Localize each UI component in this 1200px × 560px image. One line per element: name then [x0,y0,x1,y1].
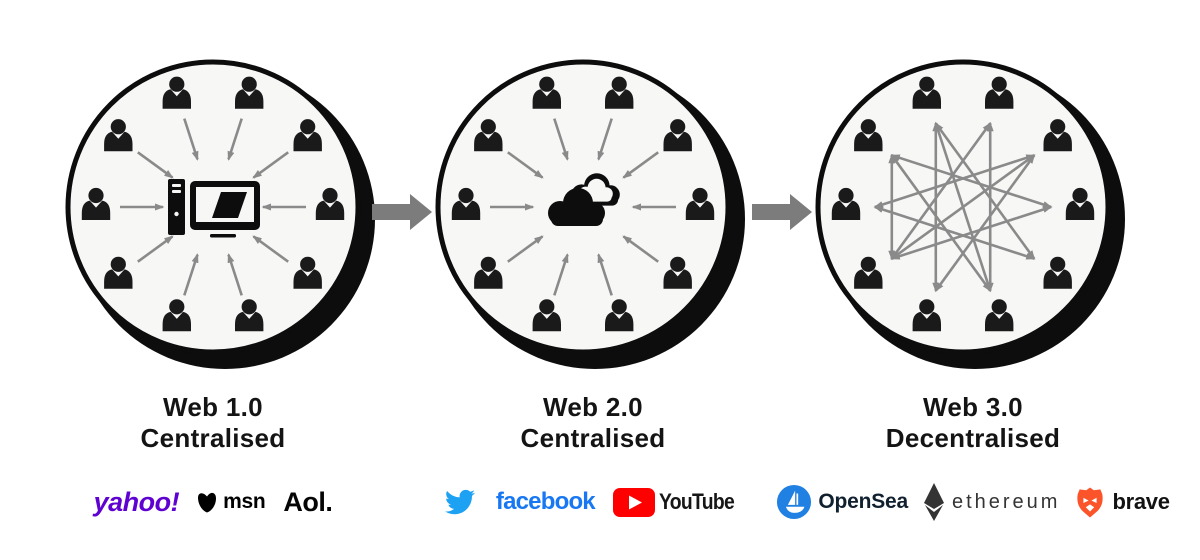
yahoo-logo: yahoo! [93,486,180,517]
msn-wordmark: msn [223,490,266,513]
twitter-bird-icon [444,489,475,515]
twitter-logo [442,487,478,517]
web3-logos: OpenSea ethereum brave [777,478,1170,526]
person-icon [1043,256,1072,289]
person-icon [162,76,191,109]
person-icon [104,256,133,289]
person-icon [293,119,322,152]
flow-arrow-right-icon [372,194,432,230]
person-icon [293,256,322,289]
spoke-arrow [227,118,243,161]
spoke-arrow [507,235,544,263]
spoke-arrow [137,151,174,179]
web1-title-block: Web 1.0 Centralised [23,392,403,454]
web1-logos: yahoo! msn Aol. [23,478,403,526]
hub-cloud-icon [548,173,620,226]
web1-network-circle [65,59,375,369]
person-icon [854,119,883,152]
facebook-logo: facebook [495,488,596,515]
brave-lion-icon [1077,486,1104,518]
msn-butterfly-icon [198,492,217,512]
spoke-arrow [183,118,199,161]
person-icon [474,256,503,289]
spoke-arrow [553,253,569,296]
web2-title: Web 2.0 [543,392,643,422]
person-icon [81,187,111,220]
person-icon [235,76,264,109]
spoke-arrow [507,151,544,179]
person-icon [605,299,634,332]
ethereum-wordmark: ethereum [951,490,1061,513]
web2-title-block: Web 2.0 Centralised [403,392,783,454]
spoke-arrow [252,151,289,179]
web2-subtitle: Centralised [520,423,666,453]
spoke-arrow [622,235,659,263]
spoke-arrow [597,253,613,296]
person-icon [162,299,191,332]
spoke-arrow [137,235,174,263]
spoke-arrow [227,253,243,296]
aol-logo: Aol. [283,486,333,517]
person-icon [985,76,1014,109]
group-web1: Web 1.0 Centralised yahoo! msn Aol. [23,0,403,560]
brave-logo: brave [1074,485,1170,520]
web3-title-block: Web 3.0 Decentralised [783,392,1163,454]
mesh-arrow [890,154,1036,260]
person-icon [685,187,715,220]
person-icon [854,256,883,289]
msn-logo: msn [197,490,266,514]
youtube-wordmark: YouTube [658,489,735,514]
web2-logos: facebook YouTube [403,478,783,526]
person-icon [1065,187,1095,220]
person-icon [663,119,692,152]
web1-title: Web 1.0 [163,392,263,422]
spoke-arrow [597,118,613,161]
person-icon [605,76,634,109]
web1-subtitle: Centralised [140,423,286,453]
person-icon [315,187,345,220]
person-icon [1043,119,1072,152]
spoke-arrow [252,235,289,263]
flow-arrow-right-icon [752,194,812,230]
youtube-logo: YouTube [612,487,744,517]
spoke-arrow [553,118,569,161]
person-icon [912,299,941,332]
hub-desktop-computer-icon [168,179,260,238]
person-icon [912,76,941,109]
person-icon [663,256,692,289]
person-icon [985,299,1014,332]
opensea-wordmark: OpenSea [818,490,908,513]
web3-title: Web 3.0 [923,392,1023,422]
opensea-logo: OpenSea [776,484,908,520]
person-icon [235,299,264,332]
ethereum-logo: ethereum [922,482,1061,522]
brave-wordmark: brave [1112,489,1170,514]
person-icon [532,76,561,109]
web2-network-circle [435,59,745,369]
spoke-arrow [622,151,659,179]
person-icon [474,119,503,152]
ethereum-diamond-icon [923,483,944,521]
web3-network-circle [815,59,1125,369]
group-web2: Web 2.0 Centralised facebook YouTube [403,0,783,560]
web3-subtitle: Decentralised [885,423,1061,453]
group-web3: Web 3.0 Decentralised OpenSea ethereum [777,0,1170,560]
youtube-play-icon [612,487,655,517]
opensea-ship-icon [777,484,812,520]
person-icon [831,187,861,220]
person-icon [451,187,481,220]
person-icon [532,299,561,332]
person-icon [104,119,133,152]
spoke-arrow [183,253,199,296]
